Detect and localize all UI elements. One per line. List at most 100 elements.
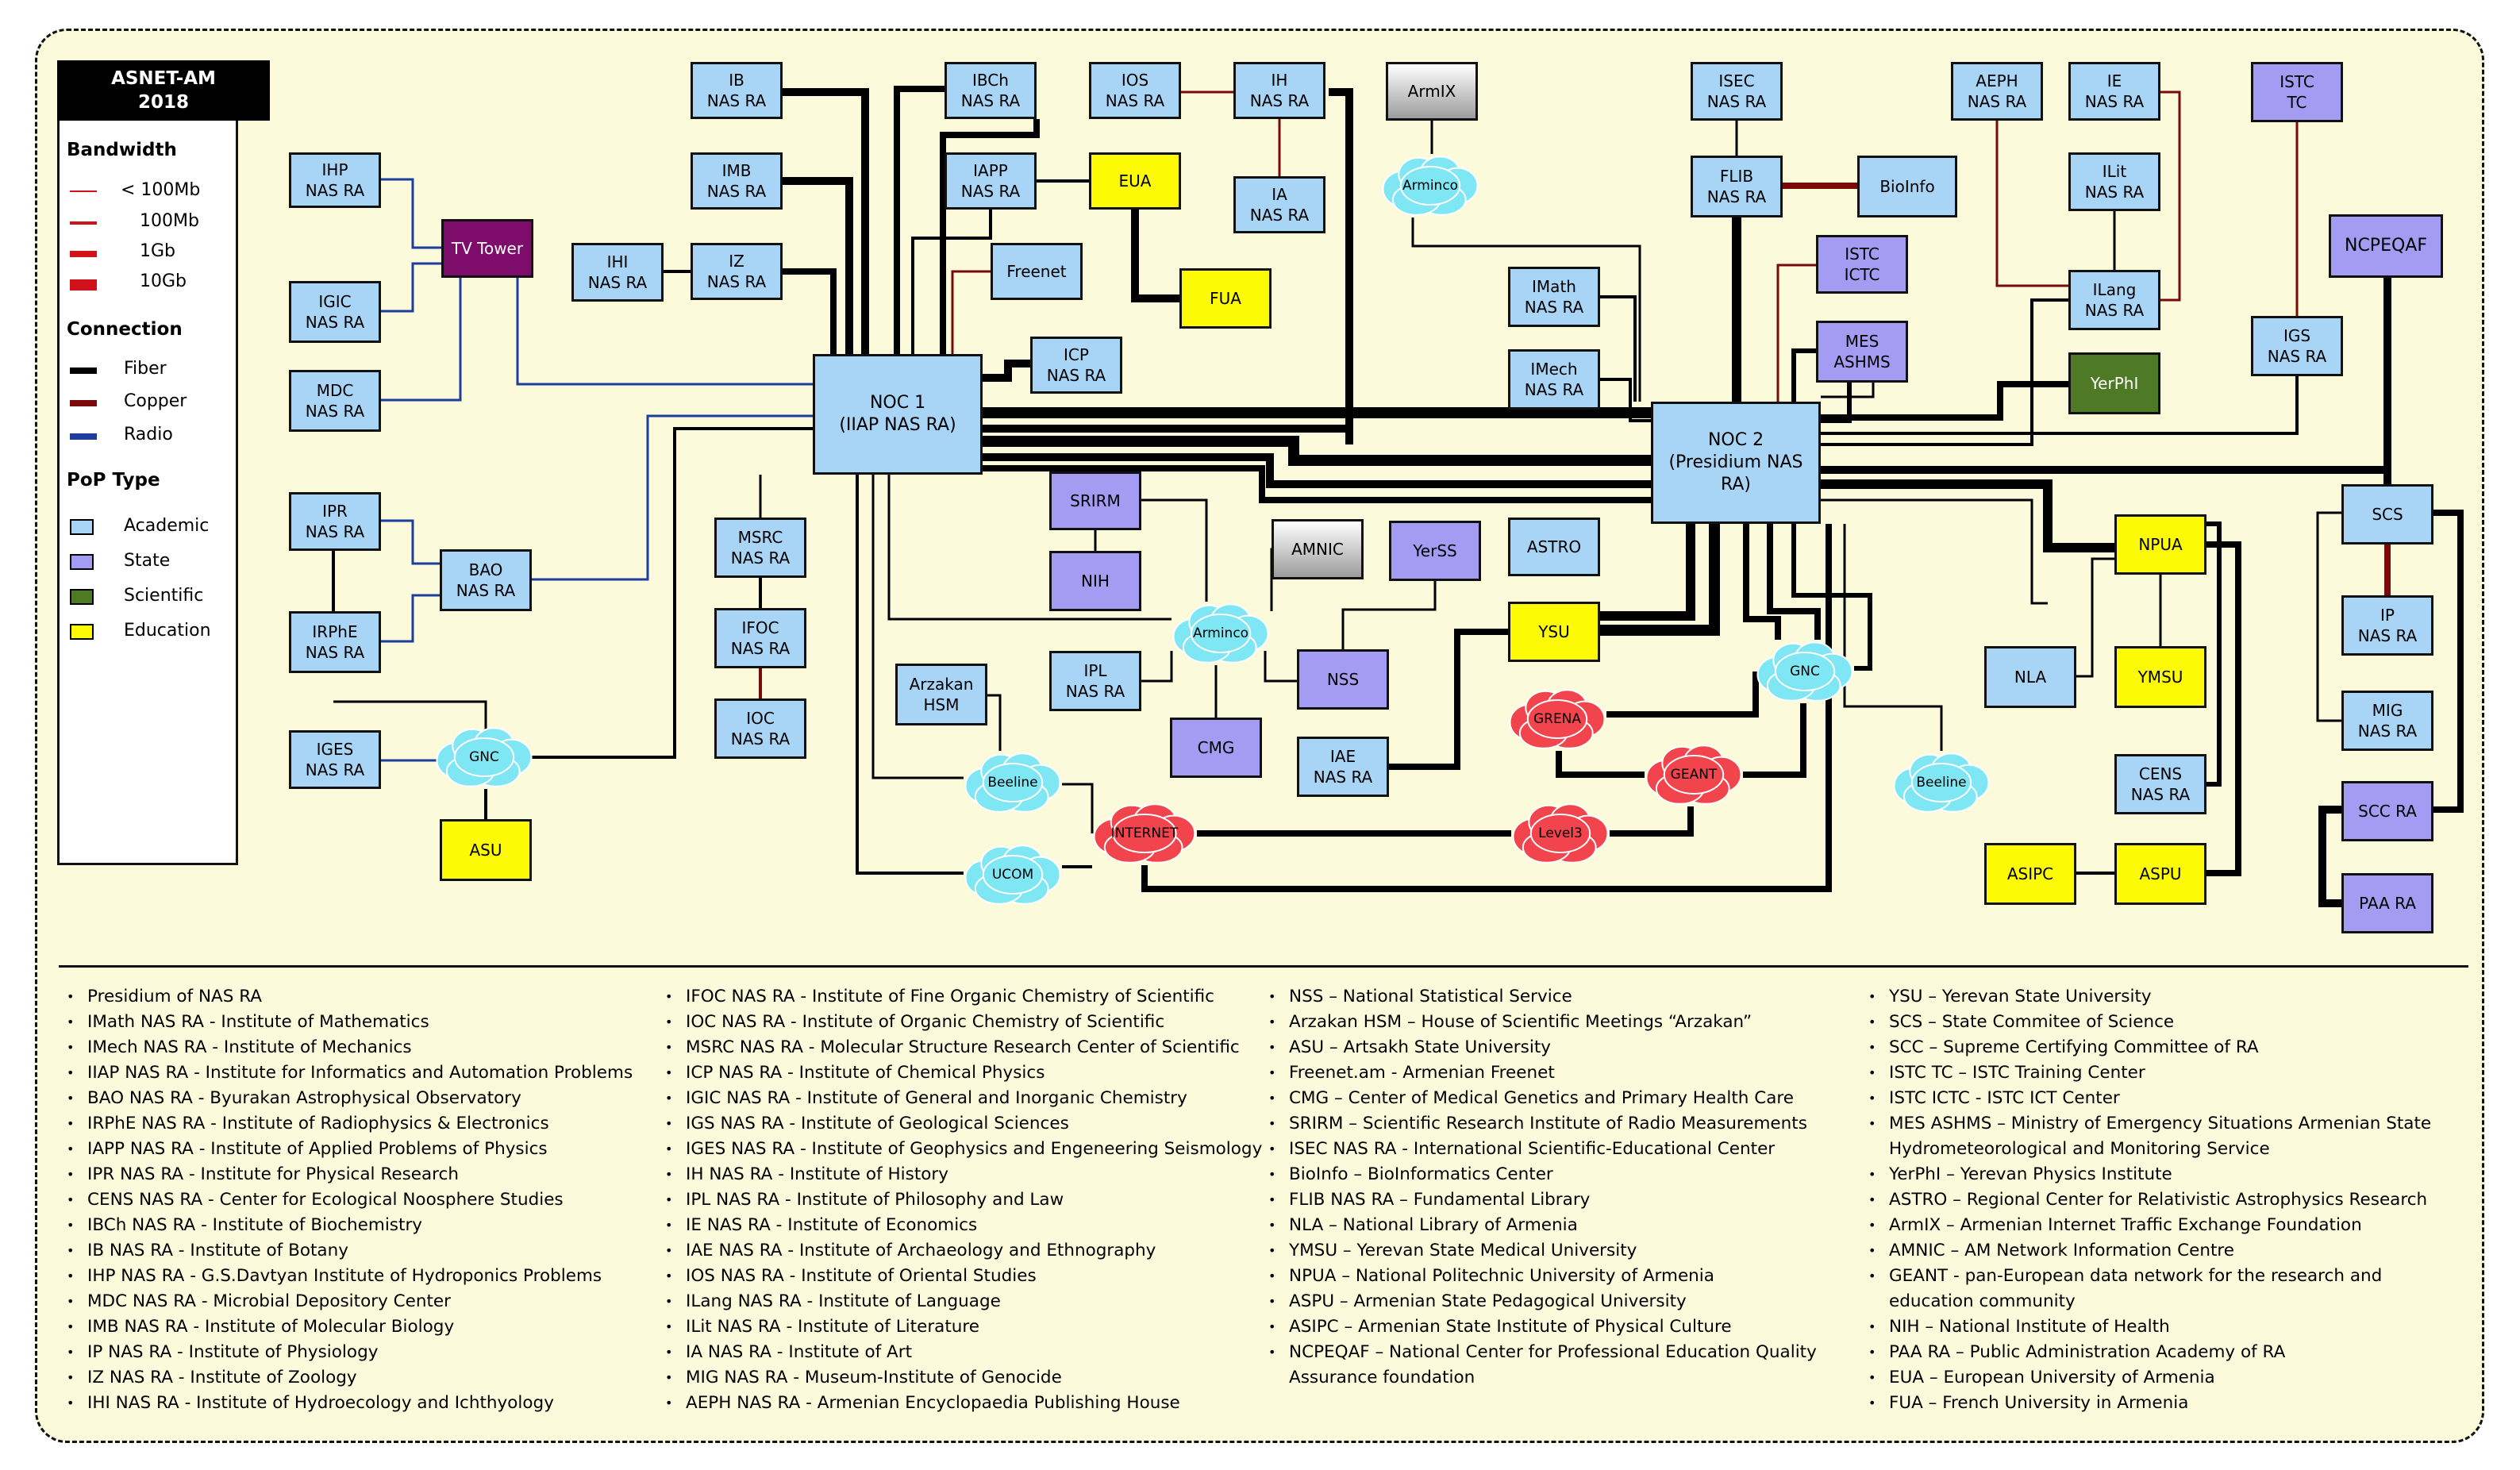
node-noc2[interactable]: NOC 2 (Presidium NAS RA)	[1651, 402, 1821, 524]
node-ihi[interactable]: IHI NAS RA	[571, 243, 664, 302]
glossary-item: SCC – Supreme Certifying Committee of RA	[1868, 1035, 2431, 1060]
link-ipl	[1141, 651, 1173, 683]
node-iges[interactable]: IGES NAS RA	[289, 730, 381, 789]
node-asu[interactable]: ASU	[440, 819, 532, 881]
node-aeph[interactable]: AEPH NAS RA	[1951, 62, 2043, 121]
glossary-item: IAPP NAS RA - Institute of Applied Probl…	[67, 1137, 633, 1162]
node-imech[interactable]: IMech NAS RA	[1508, 349, 1600, 410]
node-cens[interactable]: CENS NAS RA	[2114, 754, 2206, 814]
node-yerss[interactable]: YerSS	[1389, 521, 1481, 581]
node-mes[interactable]: MES ASHMS	[1816, 321, 1908, 383]
node-msrc[interactable]: MSRC NAS RA	[714, 518, 806, 578]
node-imb[interactable]: IMB NAS RA	[691, 152, 783, 210]
node-nss[interactable]: NSS	[1297, 649, 1389, 710]
cloud-grena[interactable]: GRENA	[1508, 687, 1606, 751]
node-ios[interactable]: IOS NAS RA	[1089, 62, 1181, 119]
glossary-column-1: Presidium of NAS RAIMath NAS RA - Instit…	[67, 984, 633, 1416]
fiber-cens	[2206, 521, 2222, 787]
node-npua[interactable]: NPUA	[2114, 514, 2206, 575]
node-armix[interactable]: ArmIX	[1386, 62, 1478, 121]
node-iae[interactable]: IAE NAS RA	[1297, 737, 1389, 797]
radio-link-irphe	[381, 594, 440, 643]
node-arzakan[interactable]: Arzakan HSM	[895, 664, 987, 725]
cloud-arminco-top[interactable]: Arminco	[1381, 154, 1479, 217]
node-scs[interactable]: SCS	[2341, 484, 2433, 545]
node-iapp[interactable]: IAPP NAS RA	[945, 152, 1037, 210]
node-srirm[interactable]: SRIRM	[1049, 471, 1141, 530]
glossary-item: FUA – French University in Armenia	[1868, 1391, 2431, 1416]
glossary-item: IP NAS RA - Institute of Physiology	[67, 1340, 633, 1365]
link-scs-mig	[2316, 511, 2341, 722]
node-amnic[interactable]: AMNIC	[1272, 519, 1364, 579]
glossary-item: Presidium of NAS RA	[67, 984, 633, 1010]
glossary-item: SRIRM – Scientific Research Institute of…	[1268, 1111, 1817, 1137]
node-tv-tower[interactable]: TV Tower	[441, 219, 533, 278]
node-ilit[interactable]: ILit NAS RA	[2068, 152, 2160, 211]
node-ioc[interactable]: IOC NAS RA	[714, 698, 806, 759]
node-ymsu[interactable]: YMSU	[2114, 646, 2206, 708]
node-ipr[interactable]: IPR NAS RA	[289, 492, 381, 551]
node-paa[interactable]: PAA RA	[2341, 873, 2433, 933]
node-icp[interactable]: ICP NAS RA	[1030, 337, 1122, 394]
node-ibch[interactable]: IBCh NAS RA	[945, 62, 1037, 119]
node-noc1[interactable]: NOC 1 (IIAP NAS RA)	[813, 354, 983, 475]
glossary-item: NIH – National Institute of Health	[1868, 1314, 2431, 1340]
legend-connection-radio: Radio	[124, 425, 173, 444]
cloud-geant[interactable]: GEANT	[1645, 743, 1743, 806]
cloud-shape	[1645, 745, 1742, 805]
node-igs[interactable]: IGS NAS RA	[2251, 316, 2343, 376]
cloud-gnc-right[interactable]: GNC	[1756, 640, 1854, 703]
radio-link-ipr	[381, 519, 440, 565]
cloud-internet[interactable]: INTERNET	[1092, 802, 1197, 865]
node-astro[interactable]: ASTRO	[1508, 518, 1600, 576]
cloud-level3[interactable]: Level3	[1511, 802, 1610, 865]
link-arzakan	[987, 694, 1002, 751]
cloud-arminco-mid[interactable]: Arminco	[1172, 602, 1270, 665]
node-mig[interactable]: MIG NAS RA	[2341, 691, 2433, 751]
node-ib[interactable]: IB NAS RA	[691, 62, 783, 119]
node-ih[interactable]: IH NAS RA	[1233, 62, 1325, 119]
node-isec[interactable]: ISEC NAS RA	[1691, 62, 1783, 121]
node-igic[interactable]: IGIC NAS RA	[289, 281, 381, 343]
glossary-item: IBCh NAS RA - Institute of Biochemistry	[67, 1213, 633, 1238]
cloud-gnc-left[interactable]: GNC	[435, 725, 533, 789]
node-fua[interactable]: FUA	[1179, 268, 1272, 329]
glossary-item: CMG – Center of Medical Genetics and Pri…	[1268, 1086, 1817, 1111]
cloud-beeline-left[interactable]: Beeline	[964, 751, 1062, 814]
node-istc-tc[interactable]: ISTC TC	[2251, 62, 2343, 122]
node-mdc[interactable]: MDC NAS RA	[289, 370, 381, 432]
node-imath[interactable]: IMath NAS RA	[1508, 267, 1600, 327]
node-scc[interactable]: SCC RA	[2341, 781, 2433, 841]
node-freenet[interactable]: Freenet	[991, 243, 1083, 300]
node-ie[interactable]: IE NAS RA	[2068, 62, 2160, 121]
node-ihp[interactable]: IHP NAS RA	[289, 152, 381, 208]
radio-link-ihp	[381, 178, 441, 249]
node-irphe[interactable]: IRPhE NAS RA	[289, 611, 381, 673]
node-nla[interactable]: NLA	[1984, 646, 2076, 708]
node-ip[interactable]: IP NAS RA	[2341, 595, 2433, 656]
node-ia[interactable]: IA NAS RA	[1233, 176, 1325, 233]
cloud-beeline-right[interactable]: Beeline	[1892, 751, 1991, 814]
node-yerphi[interactable]: YerPhI	[2068, 352, 2160, 414]
node-ipl[interactable]: IPL NAS RA	[1049, 651, 1141, 711]
glossary-item: BAO NAS RA - Byurakan Astrophysical Obse…	[67, 1086, 633, 1111]
node-bao[interactable]: BAO NAS RA	[440, 549, 532, 611]
node-asipc[interactable]: ASIPC	[1984, 843, 2076, 905]
node-iz[interactable]: IZ NAS RA	[691, 243, 783, 300]
node-ncpeqaf[interactable]: NCPEQAF	[2329, 214, 2443, 278]
node-aspu[interactable]: ASPU	[2114, 843, 2206, 905]
node-ysu[interactable]: YSU	[1508, 602, 1600, 662]
node-flib[interactable]: FLIB NAS RA	[1691, 156, 1783, 217]
node-ilang[interactable]: ILang NAS RA	[2068, 270, 2160, 330]
glossary-item: ICP NAS RA - Institute of Chemical Physi…	[665, 1060, 1262, 1086]
node-nih[interactable]: NIH	[1049, 551, 1141, 611]
node-istc-ictc[interactable]: ISTC ICTC	[1816, 235, 1908, 294]
node-ifoc[interactable]: IFOC NAS RA	[714, 608, 806, 668]
node-eua[interactable]: EUA	[1089, 152, 1181, 210]
cloud-arminco-mid-label: Arminco	[1192, 625, 1249, 641]
glossary-item: AMNIC – AM Network Information Centre	[1868, 1238, 2431, 1264]
cloud-ucom[interactable]: UCOM	[964, 843, 1062, 906]
node-bioinfo[interactable]: BioInfo	[1857, 156, 1957, 217]
fiber-noc2-gnc	[1743, 524, 1781, 640]
node-cmg[interactable]: CMG	[1170, 718, 1262, 778]
